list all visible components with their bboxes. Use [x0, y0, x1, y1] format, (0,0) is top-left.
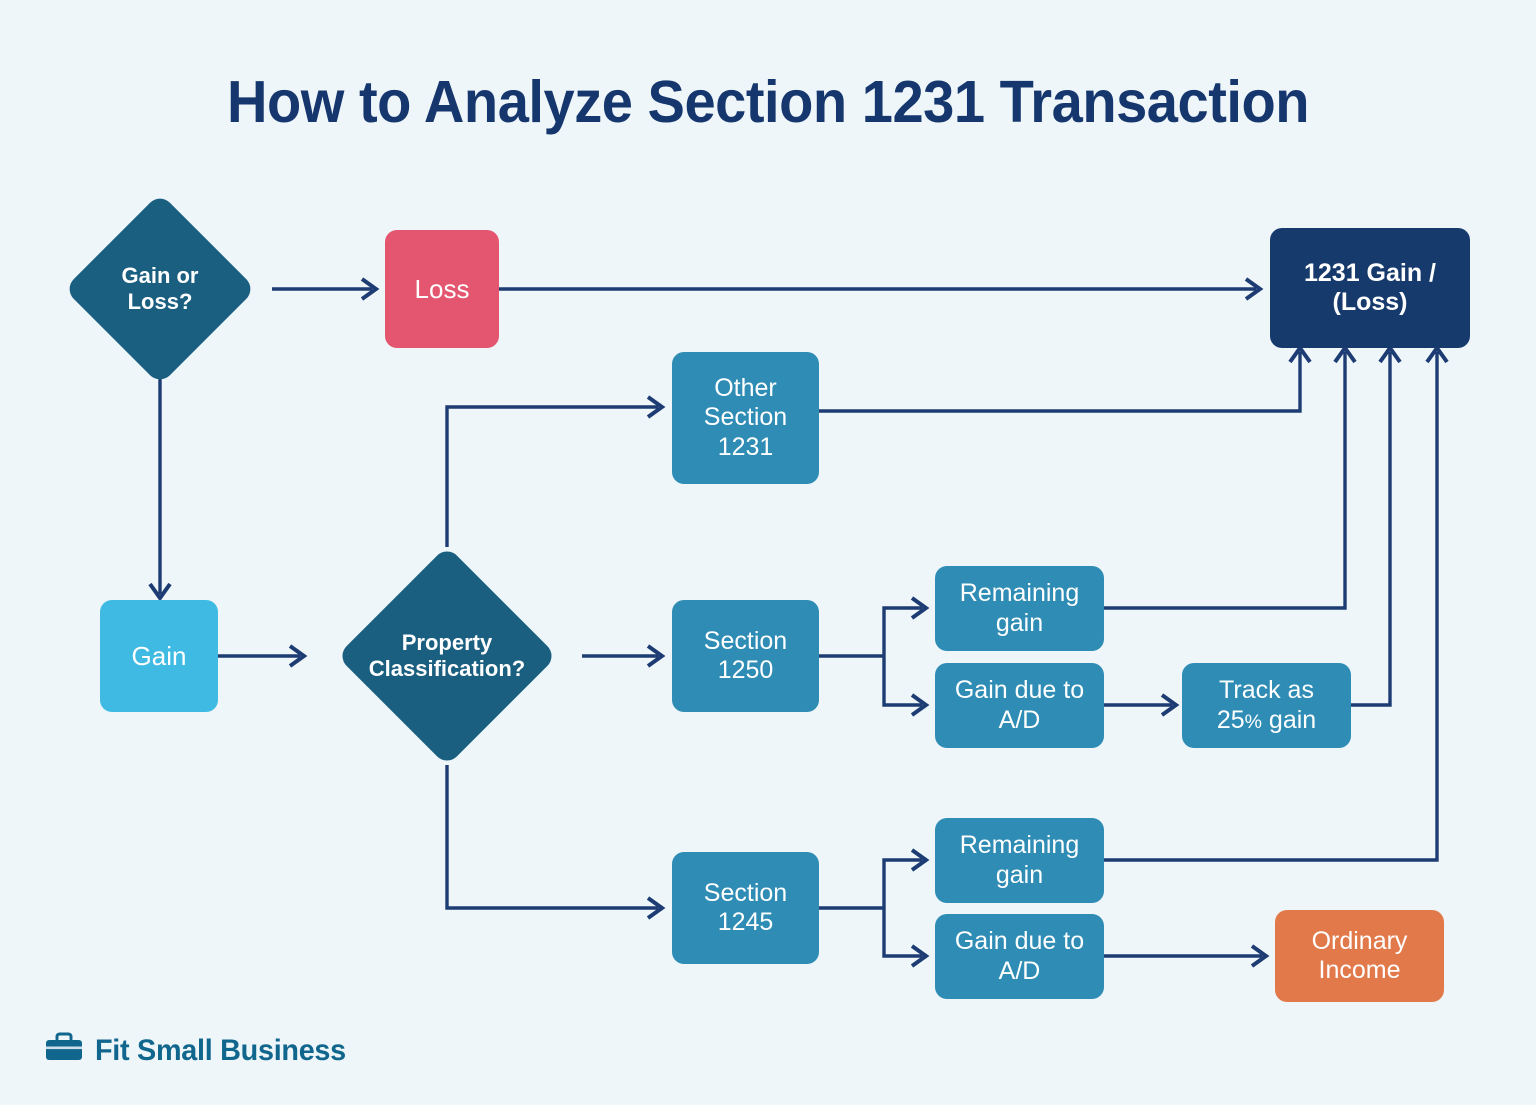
node-gain-or-loss[interactable]: Gain or Loss? [48, 192, 272, 386]
node-label-line2-suffix: gain [1261, 705, 1317, 734]
node-label-line1: Section [703, 878, 788, 907]
arrowhead-ad-1245 [910, 944, 930, 968]
edge-propclass-to-1245 [445, 765, 658, 910]
node-remaining-gain-1245[interactable]: Remaining gain [935, 818, 1104, 903]
node-other-section-1231[interactable]: Other Section 1231 [672, 352, 819, 484]
node-label-line2: gain [995, 860, 1044, 889]
node-label-line1: Gain due to [954, 927, 1085, 955]
arrowhead-ad-1250 [910, 693, 930, 717]
node-label-line1: Gain due to [954, 676, 1085, 704]
node-label: Remaining gain [935, 579, 1104, 638]
node-label: Gain due to A/D [935, 676, 1104, 735]
edge-propclass-to-other1231 [445, 405, 658, 547]
edge-1245-to-remaining [882, 858, 922, 908]
node-remaining-gain-1250[interactable]: Remaining gain [935, 566, 1104, 651]
node-label-line1: Gain or [121, 262, 199, 288]
node-label-line2: 1245 [717, 908, 774, 936]
node-label: Ordinary Income [1275, 927, 1444, 986]
page-title: How to Analyze Section 1231 Transaction [226, 69, 1310, 135]
arrowhead-result-b4 [1425, 344, 1449, 364]
briefcase-icon [44, 1031, 84, 1070]
arrowhead-ordinary [1250, 944, 1270, 968]
node-label-line2: A/D [998, 705, 1041, 734]
node-result-1231-gain-loss[interactable]: 1231 Gain / (Loss) [1270, 228, 1470, 348]
node-label-line1: Remaining [959, 831, 1080, 859]
node-label: Loss [414, 273, 470, 304]
edge-1250-to-ad [882, 656, 922, 707]
percent-sign: % [1244, 710, 1262, 733]
node-gain-due-to-ad-1250[interactable]: Gain due to A/D [935, 663, 1104, 748]
node-label-line1: Section [703, 626, 788, 655]
edge-remaining1245-to-result [1104, 352, 1439, 862]
node-label: 1231 Gain / (Loss) [1270, 259, 1470, 318]
node-label-line1: Ordinary [1311, 926, 1408, 955]
arrowhead-result-b3 [1378, 344, 1402, 364]
arrowhead-remaining-1245 [910, 848, 930, 872]
node-label: Other Section 1231 [672, 374, 819, 463]
node-label-line1: Track as [1219, 676, 1314, 704]
node-label-line1: Other [714, 373, 777, 402]
fit-small-business-logo[interactable]: Fit Small Business [44, 1031, 356, 1070]
node-label: Track as 25% gain [1182, 676, 1351, 735]
node-label: Section 1250 [672, 627, 819, 686]
node-loss[interactable]: Loss [385, 230, 499, 348]
arrowhead-other1231 [646, 395, 666, 419]
node-label-line1: Property [401, 629, 493, 655]
edge-1245-to-ad [882, 908, 922, 958]
node-label-line1: Remaining [959, 579, 1080, 607]
node-ordinary-income[interactable]: Ordinary Income [1275, 910, 1444, 1002]
node-label: Gain [131, 640, 187, 671]
arrowhead-1245 [646, 896, 666, 920]
node-label-line2: Section [703, 403, 788, 432]
node-section-1245[interactable]: Section 1245 [672, 852, 819, 964]
logo-text: Fit Small Business [95, 1033, 346, 1067]
arrowhead-remaining-1250 [910, 596, 930, 620]
arrowhead-result-b2 [1333, 344, 1357, 364]
node-label-line2: Loss? [127, 289, 193, 314]
node-label-line2: Classification? [368, 656, 526, 681]
node-label-line2: A/D [998, 956, 1041, 985]
arrowhead-track25 [1160, 693, 1180, 717]
node-label: Gain due to A/D [935, 927, 1104, 986]
node-label-line2: (Loss) [1332, 288, 1408, 316]
node-gain[interactable]: Gain [100, 600, 218, 712]
arrowhead-result-left [1244, 277, 1264, 301]
arrowhead-1250 [646, 644, 666, 668]
arrowhead-loss [360, 277, 380, 301]
node-track-as-25-percent-gain[interactable]: Track as 25% gain [1182, 663, 1351, 748]
arrowhead-gain [148, 582, 172, 602]
node-label-line3: 1231 [717, 432, 774, 461]
arrowhead-result-b1 [1288, 344, 1312, 364]
edge-other1231-to-result [819, 352, 1302, 413]
node-label: Section 1245 [672, 879, 819, 938]
node-label-line1: 1231 Gain / [1303, 258, 1437, 287]
node-gain-due-to-ad-1245[interactable]: Gain due to A/D [935, 914, 1104, 999]
node-label-line2: gain [995, 608, 1044, 637]
node-label-line2-number: 25 [1216, 705, 1245, 734]
node-label-line2: Income [1318, 956, 1401, 984]
edge-track25-to-result [1351, 352, 1392, 707]
node-label: Remaining gain [935, 831, 1104, 890]
edge-1250-to-remaining [882, 606, 922, 656]
node-section-1250[interactable]: Section 1250 [672, 600, 819, 712]
edge-remaining1250-to-result [1104, 352, 1347, 610]
node-label-line2: 1250 [717, 656, 774, 684]
arrowhead-propclass [288, 644, 308, 668]
node-property-classification[interactable]: Property Classification? [312, 545, 582, 767]
